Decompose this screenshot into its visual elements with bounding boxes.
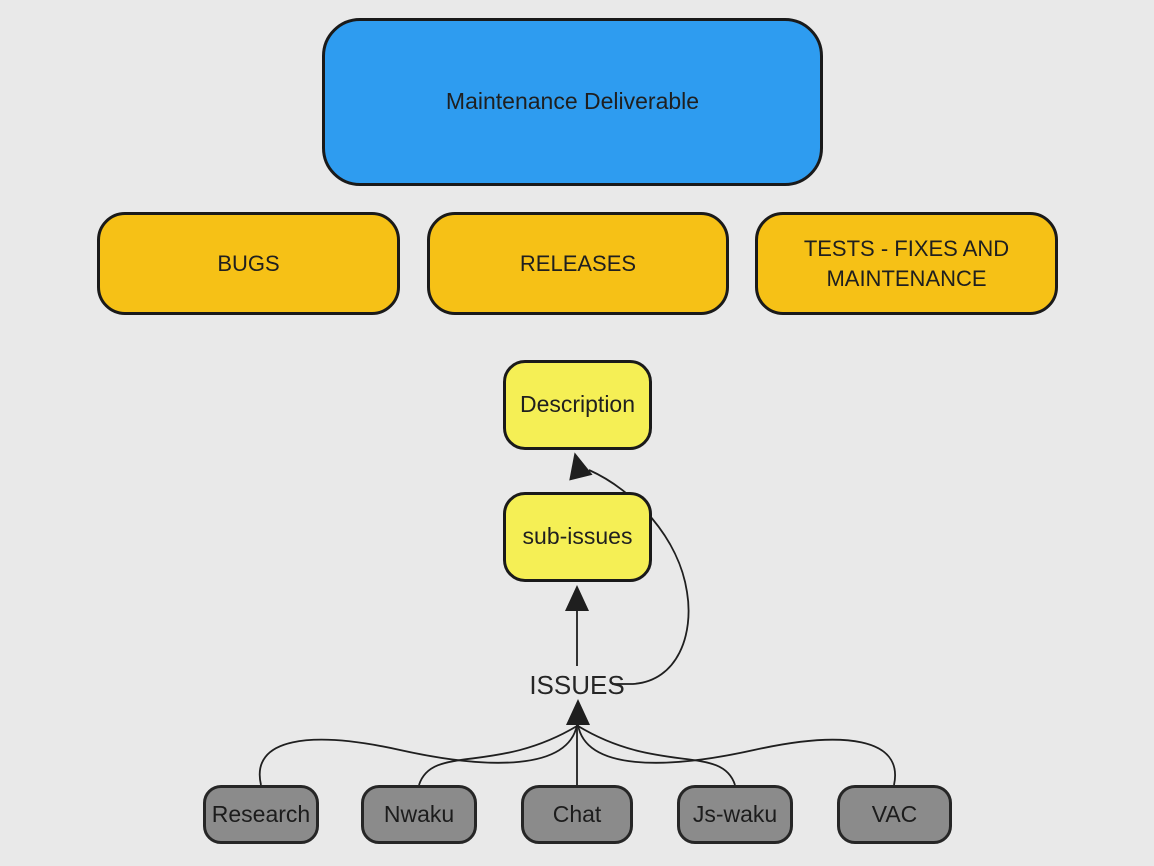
node-maintenance-deliverable-label: Maintenance Deliverable (445, 88, 700, 115)
edge-research-to-issues (258, 724, 578, 786)
node-js-waku[interactable]: Js-waku (677, 785, 793, 844)
node-bugs-label: BUGS (217, 250, 280, 276)
arrowhead-description (569, 452, 593, 481)
edge-nwaku-to-issues (418, 725, 578, 786)
node-description-label: Description (519, 391, 636, 418)
node-releases-label: RELEASES (519, 250, 637, 276)
node-issues[interactable]: ISSUES (517, 670, 637, 701)
edge-jswaku-to-issues (577, 725, 736, 786)
arrowhead-issues (566, 699, 590, 725)
node-sub-issues-label: sub-issues (522, 523, 633, 550)
node-releases[interactable]: RELEASES (427, 212, 729, 315)
node-chat-label: Chat (552, 800, 602, 827)
node-nwaku[interactable]: Nwaku (361, 785, 477, 844)
arrowhead-sub-issues (565, 585, 589, 611)
node-maintenance-deliverable[interactable]: Maintenance Deliverable (322, 18, 823, 186)
node-description[interactable]: Description (503, 360, 652, 450)
node-tests-fixes-maintenance-label: TESTS - FIXES AND MAINTENANCE (803, 235, 1010, 291)
node-js-waku-label: Js-waku (692, 800, 778, 827)
node-issues-label: ISSUES (529, 670, 625, 700)
node-bugs[interactable]: BUGS (97, 212, 400, 315)
edge-vac-to-issues (577, 724, 896, 786)
node-vac[interactable]: VAC (837, 785, 952, 844)
node-nwaku-label: Nwaku (383, 800, 455, 827)
node-sub-issues[interactable]: sub-issues (503, 492, 652, 582)
node-chat[interactable]: Chat (521, 785, 633, 844)
node-research[interactable]: Research (203, 785, 319, 844)
node-vac-label: VAC (871, 800, 918, 827)
node-research-label: Research (211, 800, 311, 827)
node-tests-fixes-maintenance[interactable]: TESTS - FIXES AND MAINTENANCE (755, 212, 1058, 315)
